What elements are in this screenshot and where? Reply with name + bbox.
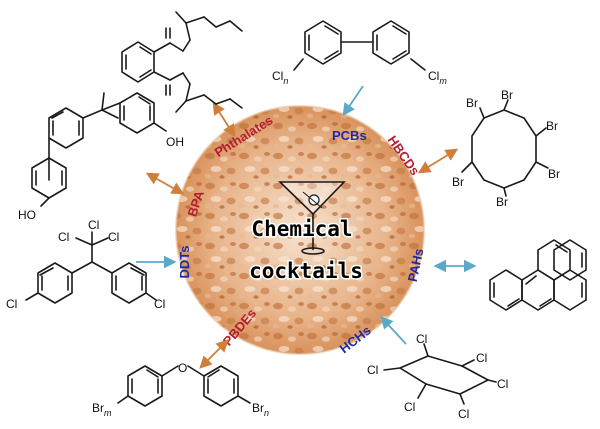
phthalate-structure: [121, 11, 243, 113]
hch-cl-5: Cl: [458, 407, 469, 421]
martini-glass-icon: [278, 181, 346, 255]
arrow-bpa: [145, 172, 185, 195]
label-pahs: PAHs: [405, 247, 427, 283]
bpa-ho: HO: [18, 208, 36, 222]
center-title: Chemical cocktails: [248, 216, 365, 285]
pcb-structure: Cln Clm: [272, 20, 447, 86]
arrow-hchs: [380, 316, 407, 345]
bpa-structure: OH HO: [18, 92, 184, 222]
hbcd-br-2: Br: [501, 88, 513, 102]
center-disc: [175, 105, 425, 355]
hch-structure: Cl Cl Cl Cl Cl Cl: [367, 332, 508, 421]
arrows: [136, 85, 477, 369]
hbcd-br-3: Br: [546, 119, 558, 133]
pbde-o: O: [178, 361, 187, 375]
pcb-cl-n: Cln: [272, 69, 288, 86]
ddt-cl-right: Cl: [108, 230, 119, 244]
arrow-pbdes: [199, 339, 229, 369]
hbcd-br-1: Br: [466, 96, 478, 110]
hch-cl-2: Cl: [416, 332, 427, 346]
bpa-oh: OH: [166, 135, 184, 149]
hbcd-br-5: Br: [496, 195, 508, 209]
ddt-cl-top: Cl: [88, 218, 99, 232]
hch-cl-3: Cl: [476, 351, 487, 365]
ddt-structure: Cl Cl Cl Cl Cl: [6, 218, 165, 311]
ddt-cl-left: Cl: [58, 230, 69, 244]
hch-cl-4: Cl: [497, 377, 508, 391]
pbde-br-m: Brm: [92, 401, 112, 418]
hbcd-br-4: Br: [548, 167, 560, 181]
pbde-structure: O Brm Brn: [92, 361, 269, 418]
hch-cl-1: Cl: [367, 363, 378, 377]
arrow-pcbs: [342, 85, 364, 117]
pbde-br-n: Brn: [252, 401, 269, 418]
hbcd-structure: Br Br Br Br Br Br: [452, 88, 560, 209]
pcb-cl-m: Clm: [428, 69, 447, 86]
title-line-1: Chemical: [251, 217, 352, 241]
pah-structure: [489, 239, 587, 311]
hch-cl-6: Cl: [404, 400, 415, 414]
hbcd-br-6: Br: [452, 175, 464, 189]
label-ddts: DDTs: [177, 246, 192, 279]
ddt-cl-ring1: Cl: [6, 297, 17, 311]
arrow-phthalates: [212, 101, 236, 138]
ddt-cl-ring2: Cl: [154, 297, 165, 311]
title-line-2: cocktails: [249, 259, 363, 283]
arrow-hbcds: [417, 148, 459, 174]
label-pcbs: PCBs: [332, 128, 367, 143]
